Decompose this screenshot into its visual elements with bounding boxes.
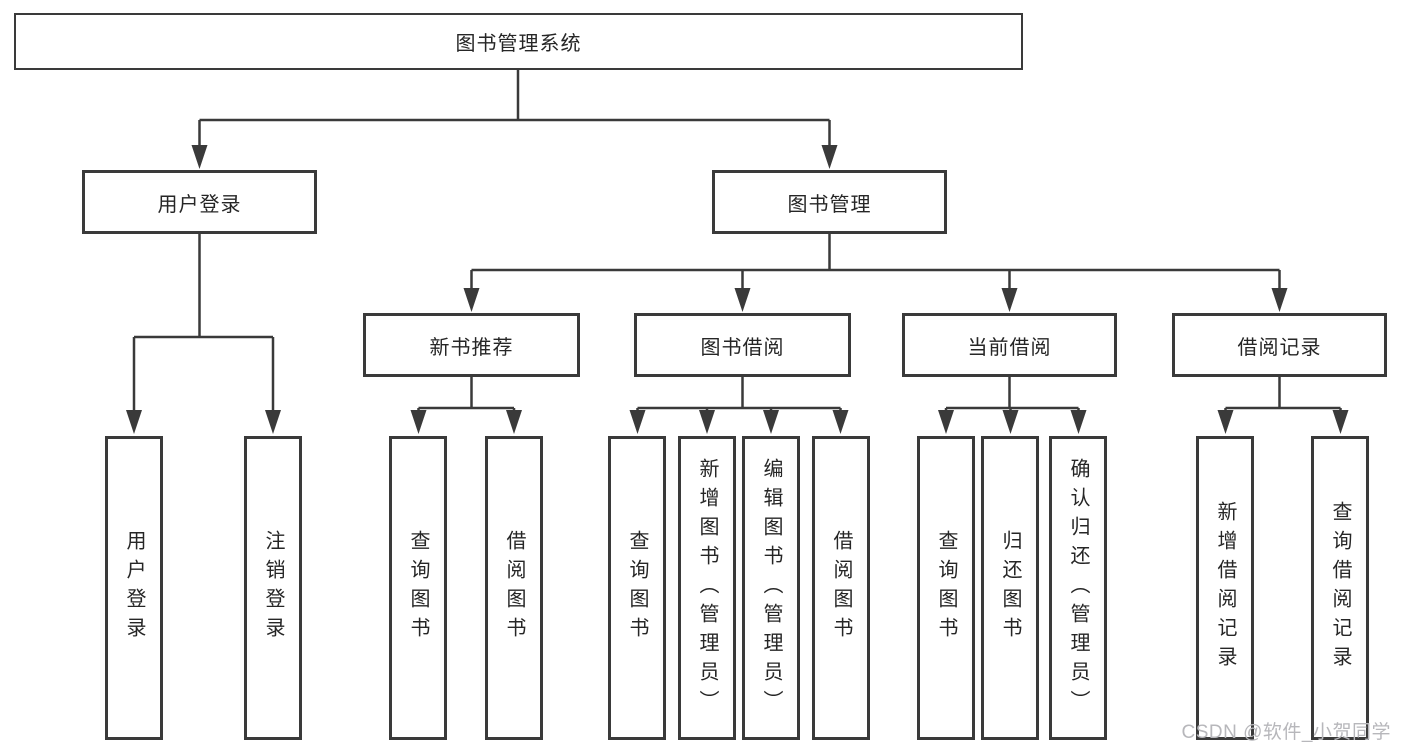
arrowhead	[463, 288, 480, 312]
connector-book-management	[470, 234, 1281, 291]
node-borrowing-records: 借阅记录	[1172, 313, 1387, 377]
connector-current-borrowing	[944, 377, 1080, 414]
node-current-borrowing: 当前借阅	[902, 313, 1117, 377]
node-user-login: 用户登录	[82, 170, 317, 234]
arrowhead	[763, 410, 779, 434]
leaf-confirm-return-admin: 确认归还（管理员）	[1049, 436, 1107, 740]
arrowhead	[832, 410, 849, 434]
leaf-label: 查询图书	[626, 530, 648, 646]
connector-user-login	[132, 234, 275, 413]
connector-book-borrowing	[636, 377, 842, 414]
leaf-label: 新增借阅记录	[1214, 501, 1236, 675]
leaf-label: 确认归还（管理员）	[1067, 457, 1089, 719]
connector-new-book-recommend	[417, 377, 516, 414]
watermark: CSDN @软件_小贺同学	[1181, 722, 1391, 743]
leaf-query-books-recommend: 查询图书	[389, 436, 447, 740]
leaf-query-books-current: 查询图书	[917, 436, 975, 740]
leaf-user-login: 用户登录	[105, 436, 163, 740]
leaf-logout: 注销登录	[244, 436, 302, 740]
connector-borrowing-records	[1224, 377, 1342, 414]
leaf-add-borrow-record: 新增借阅记录	[1196, 436, 1254, 740]
leaf-label: 查询图书	[407, 530, 429, 646]
arrowhead	[821, 145, 838, 169]
arrowhead	[1070, 410, 1087, 434]
arrowhead	[126, 410, 142, 434]
arrowhead	[1001, 288, 1018, 312]
arrowheads	[126, 145, 1349, 434]
leaf-query-borrow-record: 查询借阅记录	[1311, 436, 1369, 740]
arrowhead	[699, 410, 715, 434]
arrowhead	[629, 410, 646, 434]
leaf-return-book: 归还图书	[981, 436, 1039, 740]
leaf-label: 查询借阅记录	[1329, 501, 1351, 675]
leaf-label: 归还图书	[999, 530, 1021, 646]
leaf-edit-book-admin: 编辑图书（管理员）	[742, 436, 800, 740]
leaf-label: 借阅图书	[503, 530, 525, 646]
node-library-management-system: 图书管理系统	[14, 13, 1023, 70]
leaf-add-book-admin: 新增图书（管理员）	[678, 436, 736, 740]
arrowhead	[1002, 410, 1019, 434]
leaf-borrow-books-recommend: 借阅图书	[485, 436, 543, 740]
node-book-management: 图书管理	[712, 170, 947, 234]
arrowhead	[734, 288, 751, 312]
leaf-label: 编辑图书（管理员）	[760, 457, 782, 719]
arrowhead	[1271, 288, 1288, 312]
arrowhead	[506, 410, 522, 434]
connector-root	[198, 70, 831, 148]
leaf-label: 用户登录	[123, 530, 145, 646]
leaf-label: 注销登录	[262, 530, 284, 646]
arrowhead	[191, 145, 208, 169]
leaf-label: 查询图书	[935, 530, 957, 646]
leaf-borrow-books: 借阅图书	[812, 436, 870, 740]
arrowhead	[1332, 410, 1349, 434]
leaf-query-books-borrowing: 查询图书	[608, 436, 666, 740]
leaf-label: 新增图书（管理员）	[696, 457, 718, 719]
node-new-book-recommend: 新书推荐	[363, 313, 580, 377]
node-book-borrowing: 图书借阅	[634, 313, 851, 377]
arrowhead	[265, 410, 281, 434]
arrowhead	[410, 410, 427, 434]
arrowhead	[1217, 410, 1234, 434]
leaf-label: 借阅图书	[830, 530, 852, 646]
arrowhead	[938, 410, 954, 434]
